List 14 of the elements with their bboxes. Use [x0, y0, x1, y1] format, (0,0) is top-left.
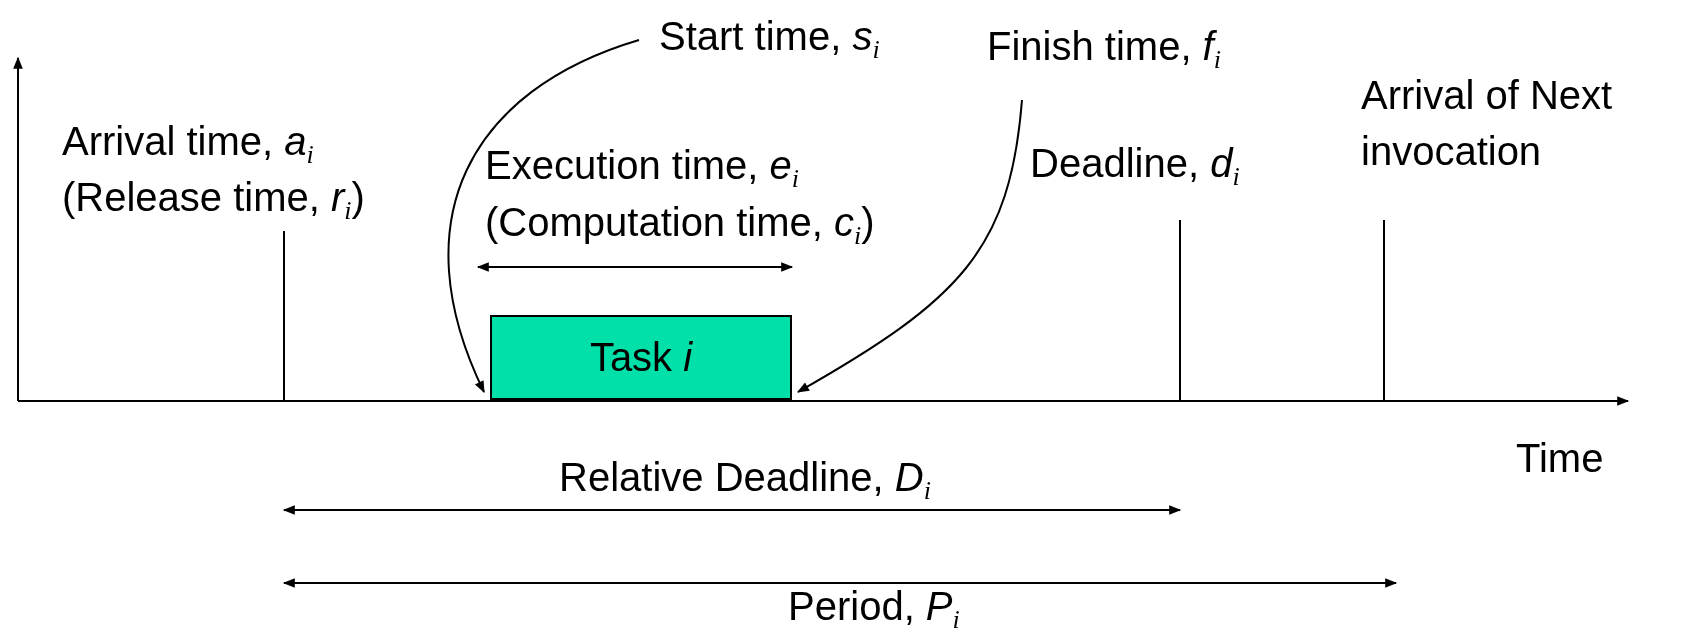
- dimension-label: Relative Deadline, D$_{i}$: [559, 454, 931, 501]
- leader-arrow: [796, 99, 1023, 393]
- dimension-label: Execution time, e$_{i}$: [485, 142, 800, 189]
- axis-label: (Release time, r$_{i}$): [62, 174, 365, 221]
- leader-label: Start time, s$_{i}$: [659, 12, 880, 60]
- axis-label: Deadline, d$_{i}$: [1030, 140, 1240, 187]
- dimension-label: Period, P$_{i}$: [788, 583, 960, 630]
- axis-label: Arrival of Next invocation: [1361, 72, 1614, 175]
- leader-arrow: [448, 39, 640, 394]
- dimension-label: (Computation time, c$_{i}$): [485, 199, 875, 246]
- leader-label: Finish time, f$_{i}$: [987, 22, 1221, 70]
- task-box: Task i: [490, 315, 792, 400]
- axis-label: Time: [1516, 435, 1604, 482]
- axis-label: Arrival time, a$_{i}$: [62, 118, 314, 165]
